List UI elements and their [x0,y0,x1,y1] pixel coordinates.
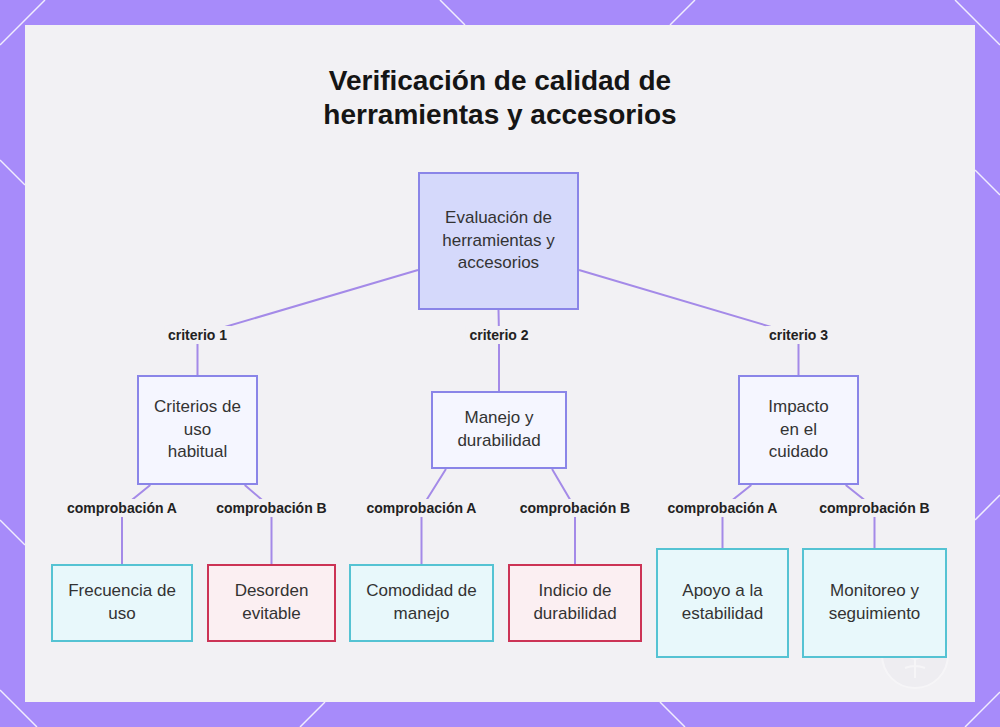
connector [245,485,272,564]
edge-label: comprobación A [63,499,181,517]
node-text: Criterios de uso habitual [153,396,242,465]
node-text: Apoyo a la estabilidad [668,580,777,626]
diagram-title: Verificación de calidad de herramientas … [280,64,720,131]
check-box: Frecuencia de uso [51,564,193,642]
node-text: Evaluación de herramientas y accesorios [442,207,555,276]
connector [122,485,150,564]
check-box: Comodidad de manejo [349,564,494,642]
edge-label: comprobación A [664,499,782,517]
connector [198,270,419,375]
edge-label: criterio 3 [765,326,832,344]
node-text: Comodidad de manejo [361,580,482,626]
edge-label: comprobación B [815,499,933,517]
check-box: Indicio de durabilidad [508,564,642,642]
edge-label: comprobación B [516,499,634,517]
connector [579,270,799,375]
criterion-box: Manejo y durabilidad [431,391,567,469]
criterion-box: Impacto en el cuidado [738,375,859,485]
node-text: Monitoreo y seguimiento [814,580,935,626]
node-text: Frecuencia de uso [65,580,179,626]
node-text: Manejo y durabilidad [445,407,553,453]
edge-label: comprobación B [212,499,330,517]
criterion-box: Criterios de uso habitual [137,375,258,485]
check-box: Monitoreo y seguimiento [802,548,947,658]
node-text: Desorden evitable [221,580,322,626]
node-text: Indicio de durabilidad [520,580,630,626]
root-box: Evaluación de herramientas y accesorios [418,172,579,310]
check-box: Apoyo a la estabilidad [656,548,789,658]
edge-label: comprobación A [363,499,481,517]
check-box: Desorden evitable [207,564,336,642]
inner-ground [25,25,975,702]
node-text: Impacto en el cuidado [762,396,835,465]
connector [498,310,501,391]
edge-label: criterio 1 [164,326,231,344]
edge-label: criterio 2 [465,326,532,344]
